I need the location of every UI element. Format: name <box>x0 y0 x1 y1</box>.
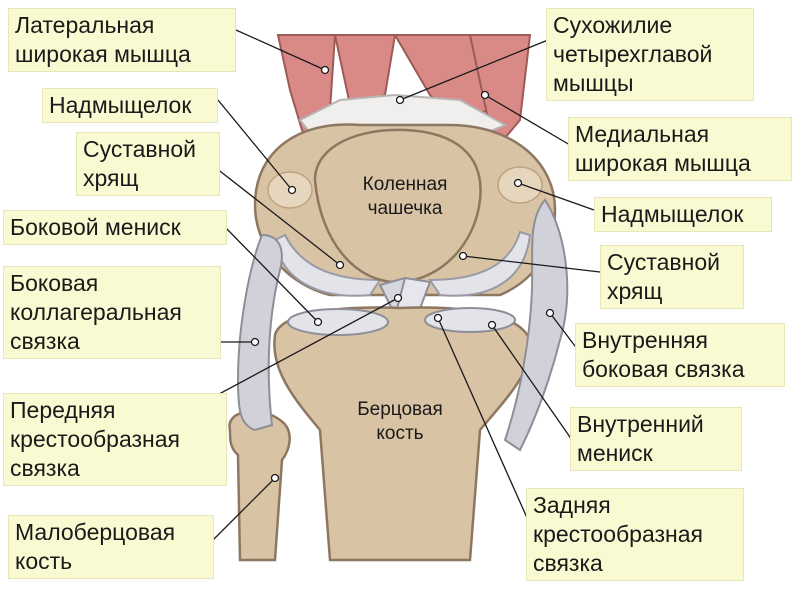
label-lateral-collateral-ligament: Боковая коллагеральная связка <box>3 266 221 359</box>
leader-lines <box>179 29 601 549</box>
label-fibula: Малоберцовая кость <box>8 515 214 579</box>
label-medial-collateral-ligament: Внутренняя боковая связка <box>575 323 785 387</box>
articular-cartilage <box>273 230 532 297</box>
label-lateral-vastus: Латеральная широкая мышца <box>8 8 236 72</box>
label-articular-cartilage-left: Суставной хрящ <box>76 132 220 196</box>
label-epicondyle-left: Надмыщелок <box>42 88 218 123</box>
label-articular-cartilage-right: Суставной хрящ <box>600 245 744 309</box>
patella-label: Коленная чашечка <box>362 174 448 219</box>
label-quadriceps-tendon: Сухожилие четырехглавой мышцы <box>546 8 754 101</box>
label-epicondyle-right: Надмыщелок <box>594 197 772 232</box>
label-lateral-meniscus: Боковой мениск <box>3 210 227 245</box>
label-medial-meniscus: Внутренний мениск <box>570 407 742 471</box>
label-medial-vastus: Медиальная широкая мышца <box>568 117 792 181</box>
tibia-label: Берцовая кость <box>357 399 443 444</box>
label-anterior-cruciate-ligament: Передняя крестообразная связка <box>3 393 227 486</box>
collateral-ligaments <box>236 198 569 452</box>
fibula <box>228 410 291 562</box>
patella <box>313 128 482 284</box>
label-posterior-cruciate-ligament: Задняя крестообразная связка <box>526 488 744 581</box>
